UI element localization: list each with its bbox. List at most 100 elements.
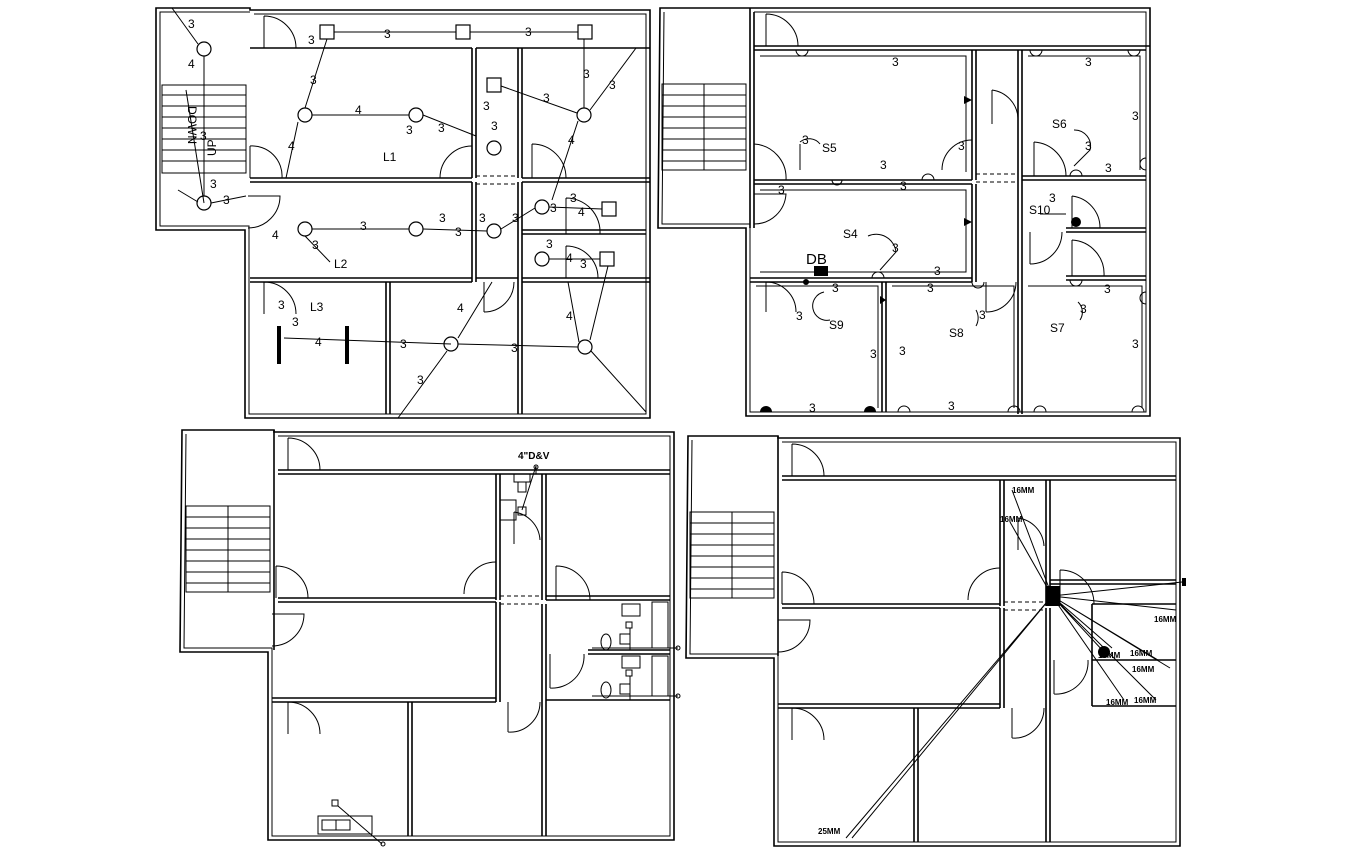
svg-text:3: 3 bbox=[210, 177, 217, 191]
svg-text:16MM: 16MM bbox=[1000, 515, 1023, 524]
lighting-layout-plan: DOWN UP bbox=[155, 7, 651, 419]
svg-text:3: 3 bbox=[438, 121, 445, 135]
svg-text:3: 3 bbox=[934, 264, 941, 278]
power-layout-plan: DB S4 S5 S6 S7 S8 S9 S10 3 3 3 3 3 3 3 3… bbox=[657, 7, 1151, 417]
stair-up-label: UP bbox=[205, 139, 219, 156]
svg-text:3: 3 bbox=[439, 211, 446, 225]
svg-text:3: 3 bbox=[609, 78, 616, 92]
svg-text:3: 3 bbox=[892, 241, 899, 255]
svg-text:3: 3 bbox=[570, 191, 577, 205]
plumbing-fixtures bbox=[317, 473, 669, 835]
svg-text:3: 3 bbox=[892, 55, 899, 69]
svg-text:S4: S4 bbox=[843, 227, 858, 241]
svg-text:3: 3 bbox=[200, 129, 207, 143]
svg-text:3: 3 bbox=[310, 73, 317, 87]
plumbing-pipes bbox=[337, 464, 681, 847]
svg-text:3: 3 bbox=[778, 183, 785, 197]
svg-text:S6: S6 bbox=[1052, 117, 1067, 131]
svg-text:3: 3 bbox=[880, 158, 887, 172]
svg-text:3: 3 bbox=[1104, 282, 1111, 296]
svg-text:3: 3 bbox=[511, 341, 518, 355]
svg-text:3: 3 bbox=[927, 281, 934, 295]
fixture-label-l2: L2 bbox=[334, 257, 348, 271]
svg-text:S10: S10 bbox=[1029, 203, 1051, 217]
svg-text:3: 3 bbox=[546, 237, 553, 251]
svg-text:3: 3 bbox=[406, 123, 413, 137]
power-wiring bbox=[799, 129, 1091, 327]
svg-text:3: 3 bbox=[796, 309, 803, 323]
svg-text:4: 4 bbox=[578, 205, 585, 219]
svg-text:3: 3 bbox=[979, 308, 986, 322]
svg-text:3: 3 bbox=[384, 27, 391, 41]
svg-text:3: 3 bbox=[417, 373, 424, 387]
drain-vent-label: 4"D&V bbox=[518, 451, 550, 462]
fixture-label-l3: L3 bbox=[310, 300, 324, 314]
lighting-outer-wall bbox=[155, 7, 651, 419]
svg-text:3: 3 bbox=[1049, 191, 1056, 205]
svg-text:3: 3 bbox=[1085, 139, 1092, 153]
svg-text:S9: S9 bbox=[829, 318, 844, 332]
cable-layout-plan: 16MM 16MM 16MM 16MM 16MM 16MM 16MM 16MM … bbox=[685, 435, 1186, 847]
cable-runs bbox=[845, 489, 1186, 839]
svg-text:3: 3 bbox=[525, 25, 532, 39]
svg-text:3: 3 bbox=[479, 211, 486, 225]
svg-text:3: 3 bbox=[312, 238, 319, 252]
svg-text:16MM: 16MM bbox=[1106, 698, 1129, 707]
svg-text:3: 3 bbox=[1080, 302, 1087, 316]
fixture-label-l1: L1 bbox=[383, 150, 397, 164]
svg-text:4: 4 bbox=[188, 57, 195, 71]
svg-text:3: 3 bbox=[583, 67, 590, 81]
svg-text:3: 3 bbox=[899, 344, 906, 358]
svg-text:4: 4 bbox=[315, 335, 322, 349]
power-outer-wall bbox=[657, 7, 1151, 417]
svg-text:16MM: 16MM bbox=[1130, 649, 1153, 658]
svg-text:3: 3 bbox=[278, 298, 285, 312]
svg-text:25MM: 25MM bbox=[818, 827, 841, 836]
svg-text:16MM: 16MM bbox=[1154, 615, 1177, 624]
plumbing-layout-plan: 4"D&V bbox=[179, 429, 681, 847]
cable-outer-wall bbox=[685, 435, 1181, 847]
plumbing-outer-wall bbox=[179, 429, 675, 841]
svg-text:16MM: 16MM bbox=[1132, 665, 1155, 674]
svg-text:16MM: 16MM bbox=[1134, 696, 1157, 705]
svg-text:3: 3 bbox=[870, 347, 877, 361]
cable-staircase bbox=[689, 511, 775, 599]
lighting-wire-labels: 3 4 3 3 3 4 3 3 3 4 3 3 3 3 3 3 4 3 3 3 … bbox=[188, 17, 616, 387]
power-staircase bbox=[661, 83, 747, 171]
svg-text:3: 3 bbox=[832, 281, 839, 295]
svg-text:S8: S8 bbox=[949, 326, 964, 340]
plumbing-staircase bbox=[185, 505, 271, 593]
svg-text:3: 3 bbox=[1105, 161, 1112, 175]
svg-text:3: 3 bbox=[223, 193, 230, 207]
lighting-wiring bbox=[171, 7, 647, 419]
svg-text:3: 3 bbox=[512, 211, 519, 225]
svg-text:3: 3 bbox=[188, 17, 195, 31]
svg-text:3: 3 bbox=[802, 133, 809, 147]
svg-text:4: 4 bbox=[457, 301, 464, 315]
power-switch-labels: S4 S5 S6 S7 S8 S9 S10 bbox=[822, 117, 1067, 340]
svg-text:3: 3 bbox=[543, 91, 550, 105]
svg-text:3: 3 bbox=[900, 179, 907, 193]
svg-text:4: 4 bbox=[272, 228, 279, 242]
svg-text:3: 3 bbox=[580, 257, 587, 271]
svg-text:3: 3 bbox=[491, 119, 498, 133]
svg-text:3: 3 bbox=[550, 201, 557, 215]
svg-text:3: 3 bbox=[809, 401, 816, 415]
svg-text:3: 3 bbox=[948, 399, 955, 413]
svg-text:S7: S7 bbox=[1050, 321, 1065, 335]
svg-text:4: 4 bbox=[355, 103, 362, 117]
svg-text:4: 4 bbox=[566, 309, 573, 323]
distribution-board-label: DB bbox=[806, 251, 827, 268]
svg-text:3: 3 bbox=[292, 315, 299, 329]
svg-text:3: 3 bbox=[1132, 337, 1139, 351]
power-outlets bbox=[760, 49, 1147, 413]
svg-text:3: 3 bbox=[483, 99, 490, 113]
svg-text:4: 4 bbox=[566, 251, 573, 265]
cable-size-labels: 16MM 16MM 16MM 16MM 16MM 16MM 16MM 16MM … bbox=[818, 486, 1177, 836]
svg-text:3: 3 bbox=[360, 219, 367, 233]
svg-text:4: 4 bbox=[568, 133, 575, 147]
svg-text:3: 3 bbox=[1085, 55, 1092, 69]
svg-text:3: 3 bbox=[1132, 109, 1139, 123]
svg-text:S5: S5 bbox=[822, 141, 837, 155]
